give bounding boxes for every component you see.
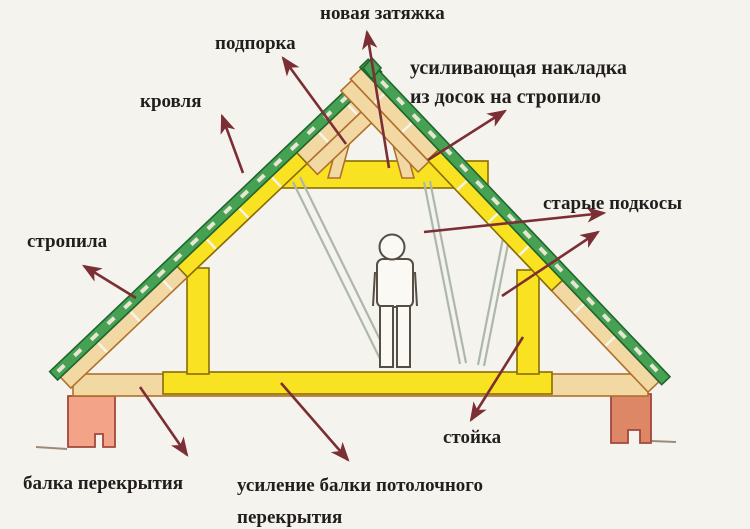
person-figure <box>372 233 418 368</box>
arrow-rafters <box>82 264 137 300</box>
board-joint <box>487 212 499 224</box>
label-rafters: стропила <box>27 231 108 252</box>
old-struts <box>292 176 513 368</box>
board-joint <box>318 131 330 143</box>
ground-line-left <box>35 446 68 450</box>
ground-line-right <box>650 440 677 443</box>
board-joint <box>162 279 174 292</box>
label-reinforcement-line1: усиление балки потолочного <box>237 475 483 496</box>
label-post: стойка <box>443 427 502 448</box>
board-joint <box>205 238 217 250</box>
label-overlay-line2: из досок на стропило <box>410 86 601 108</box>
arrow-floor-beam <box>138 386 189 457</box>
arrow-new-tie <box>362 29 391 169</box>
person-arm-left <box>372 271 376 307</box>
arrow-prop <box>281 56 348 145</box>
board-joint <box>518 245 530 257</box>
arrow-reinforcement <box>280 382 350 462</box>
old-strut-left-b <box>299 176 392 363</box>
label-new-tie: новая затяжка <box>320 3 445 24</box>
board-joint <box>401 122 413 133</box>
old-strut-right-a <box>476 227 507 366</box>
apex-brace-right <box>339 79 431 174</box>
board-joint <box>573 303 585 315</box>
arrow-roofing <box>220 113 245 174</box>
person-head <box>378 233 406 261</box>
board-joint <box>238 207 250 219</box>
label-roofing: кровля <box>140 91 202 112</box>
board-joint <box>604 335 616 347</box>
roof-slope-left <box>48 62 400 390</box>
person-leg-right <box>396 305 411 368</box>
arrow-overlay <box>427 109 507 162</box>
post-right <box>516 269 540 375</box>
roofing-battens-left <box>56 67 378 373</box>
board-joint <box>271 176 282 188</box>
old-strut-mid-b <box>428 180 468 364</box>
person-torso <box>376 258 414 308</box>
person-leg-left <box>379 305 394 368</box>
old-strut-right-b <box>482 228 513 367</box>
board-joint <box>97 341 108 354</box>
board-joint <box>456 180 468 191</box>
old-strut-left-a <box>292 181 385 368</box>
annotation-arrows <box>82 29 607 462</box>
board-joint <box>373 93 385 104</box>
wall-left <box>67 395 116 448</box>
post-left <box>186 267 210 375</box>
roofing-battens-right <box>364 63 667 381</box>
board-joint <box>129 310 141 323</box>
board-joint <box>347 104 359 116</box>
person-arm-right <box>414 271 418 307</box>
arrow-old-struts-2 <box>501 230 600 298</box>
label-old-struts: старые подкосы <box>543 193 682 214</box>
label-overlay-line1: усиливающая накладка <box>410 57 627 79</box>
label-floor-beam: балка перекрытия <box>23 473 183 494</box>
label-prop: подпорка <box>215 33 296 54</box>
wall-right <box>610 393 652 444</box>
arrow-post <box>469 336 525 422</box>
old-strut-mid-a <box>422 181 462 365</box>
beam-reinforcement <box>162 371 553 395</box>
annotation-labels: новая затяжка подпорка усиливающая накла… <box>23 3 682 528</box>
arrow-old-struts-1 <box>423 207 607 234</box>
label-reinforcement-line2: перекрытия <box>237 507 342 528</box>
